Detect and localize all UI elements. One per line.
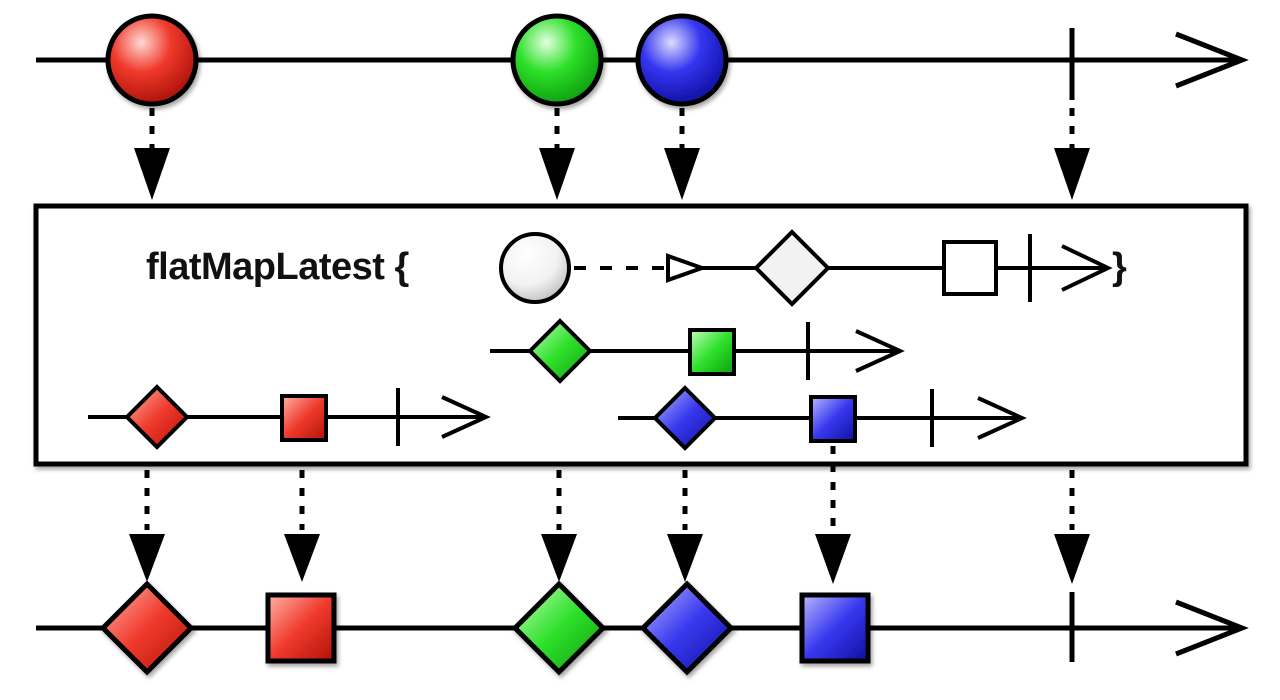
template-diamond	[753, 229, 831, 307]
template-circle	[499, 232, 571, 304]
output-red-diamond	[99, 580, 195, 676]
input-to-operator-arrows	[134, 108, 1090, 200]
output-blue-square	[799, 592, 871, 664]
operator-label: flatMapLatest {	[146, 246, 409, 288]
output-blue-diamond	[639, 580, 735, 676]
input-marble-blue	[635, 13, 729, 107]
inner-stream-red	[88, 384, 491, 450]
inner-green-square	[688, 328, 736, 376]
inner-stream-blue	[618, 385, 1027, 451]
operator-template	[499, 229, 1113, 307]
input-marble-red	[105, 13, 199, 107]
template-square	[942, 240, 998, 296]
operator-box	[33, 203, 1249, 467]
output-timeline	[36, 580, 1249, 676]
inner-red-diamond	[124, 384, 190, 450]
inner-red-square	[280, 394, 328, 442]
input-marble-green	[510, 13, 604, 107]
operator-closing-brace: }	[1112, 246, 1127, 288]
template-open-arrow	[666, 253, 709, 283]
inner-green-diamond	[527, 318, 593, 384]
output-green-diamond	[511, 580, 607, 676]
input-timeline	[36, 13, 1249, 107]
inner-blue-square	[809, 395, 857, 443]
operator-to-output-arrows	[129, 446, 1090, 584]
inner-stream-green	[490, 318, 905, 384]
inner-blue-diamond	[652, 385, 718, 451]
output-red-square	[265, 592, 337, 664]
